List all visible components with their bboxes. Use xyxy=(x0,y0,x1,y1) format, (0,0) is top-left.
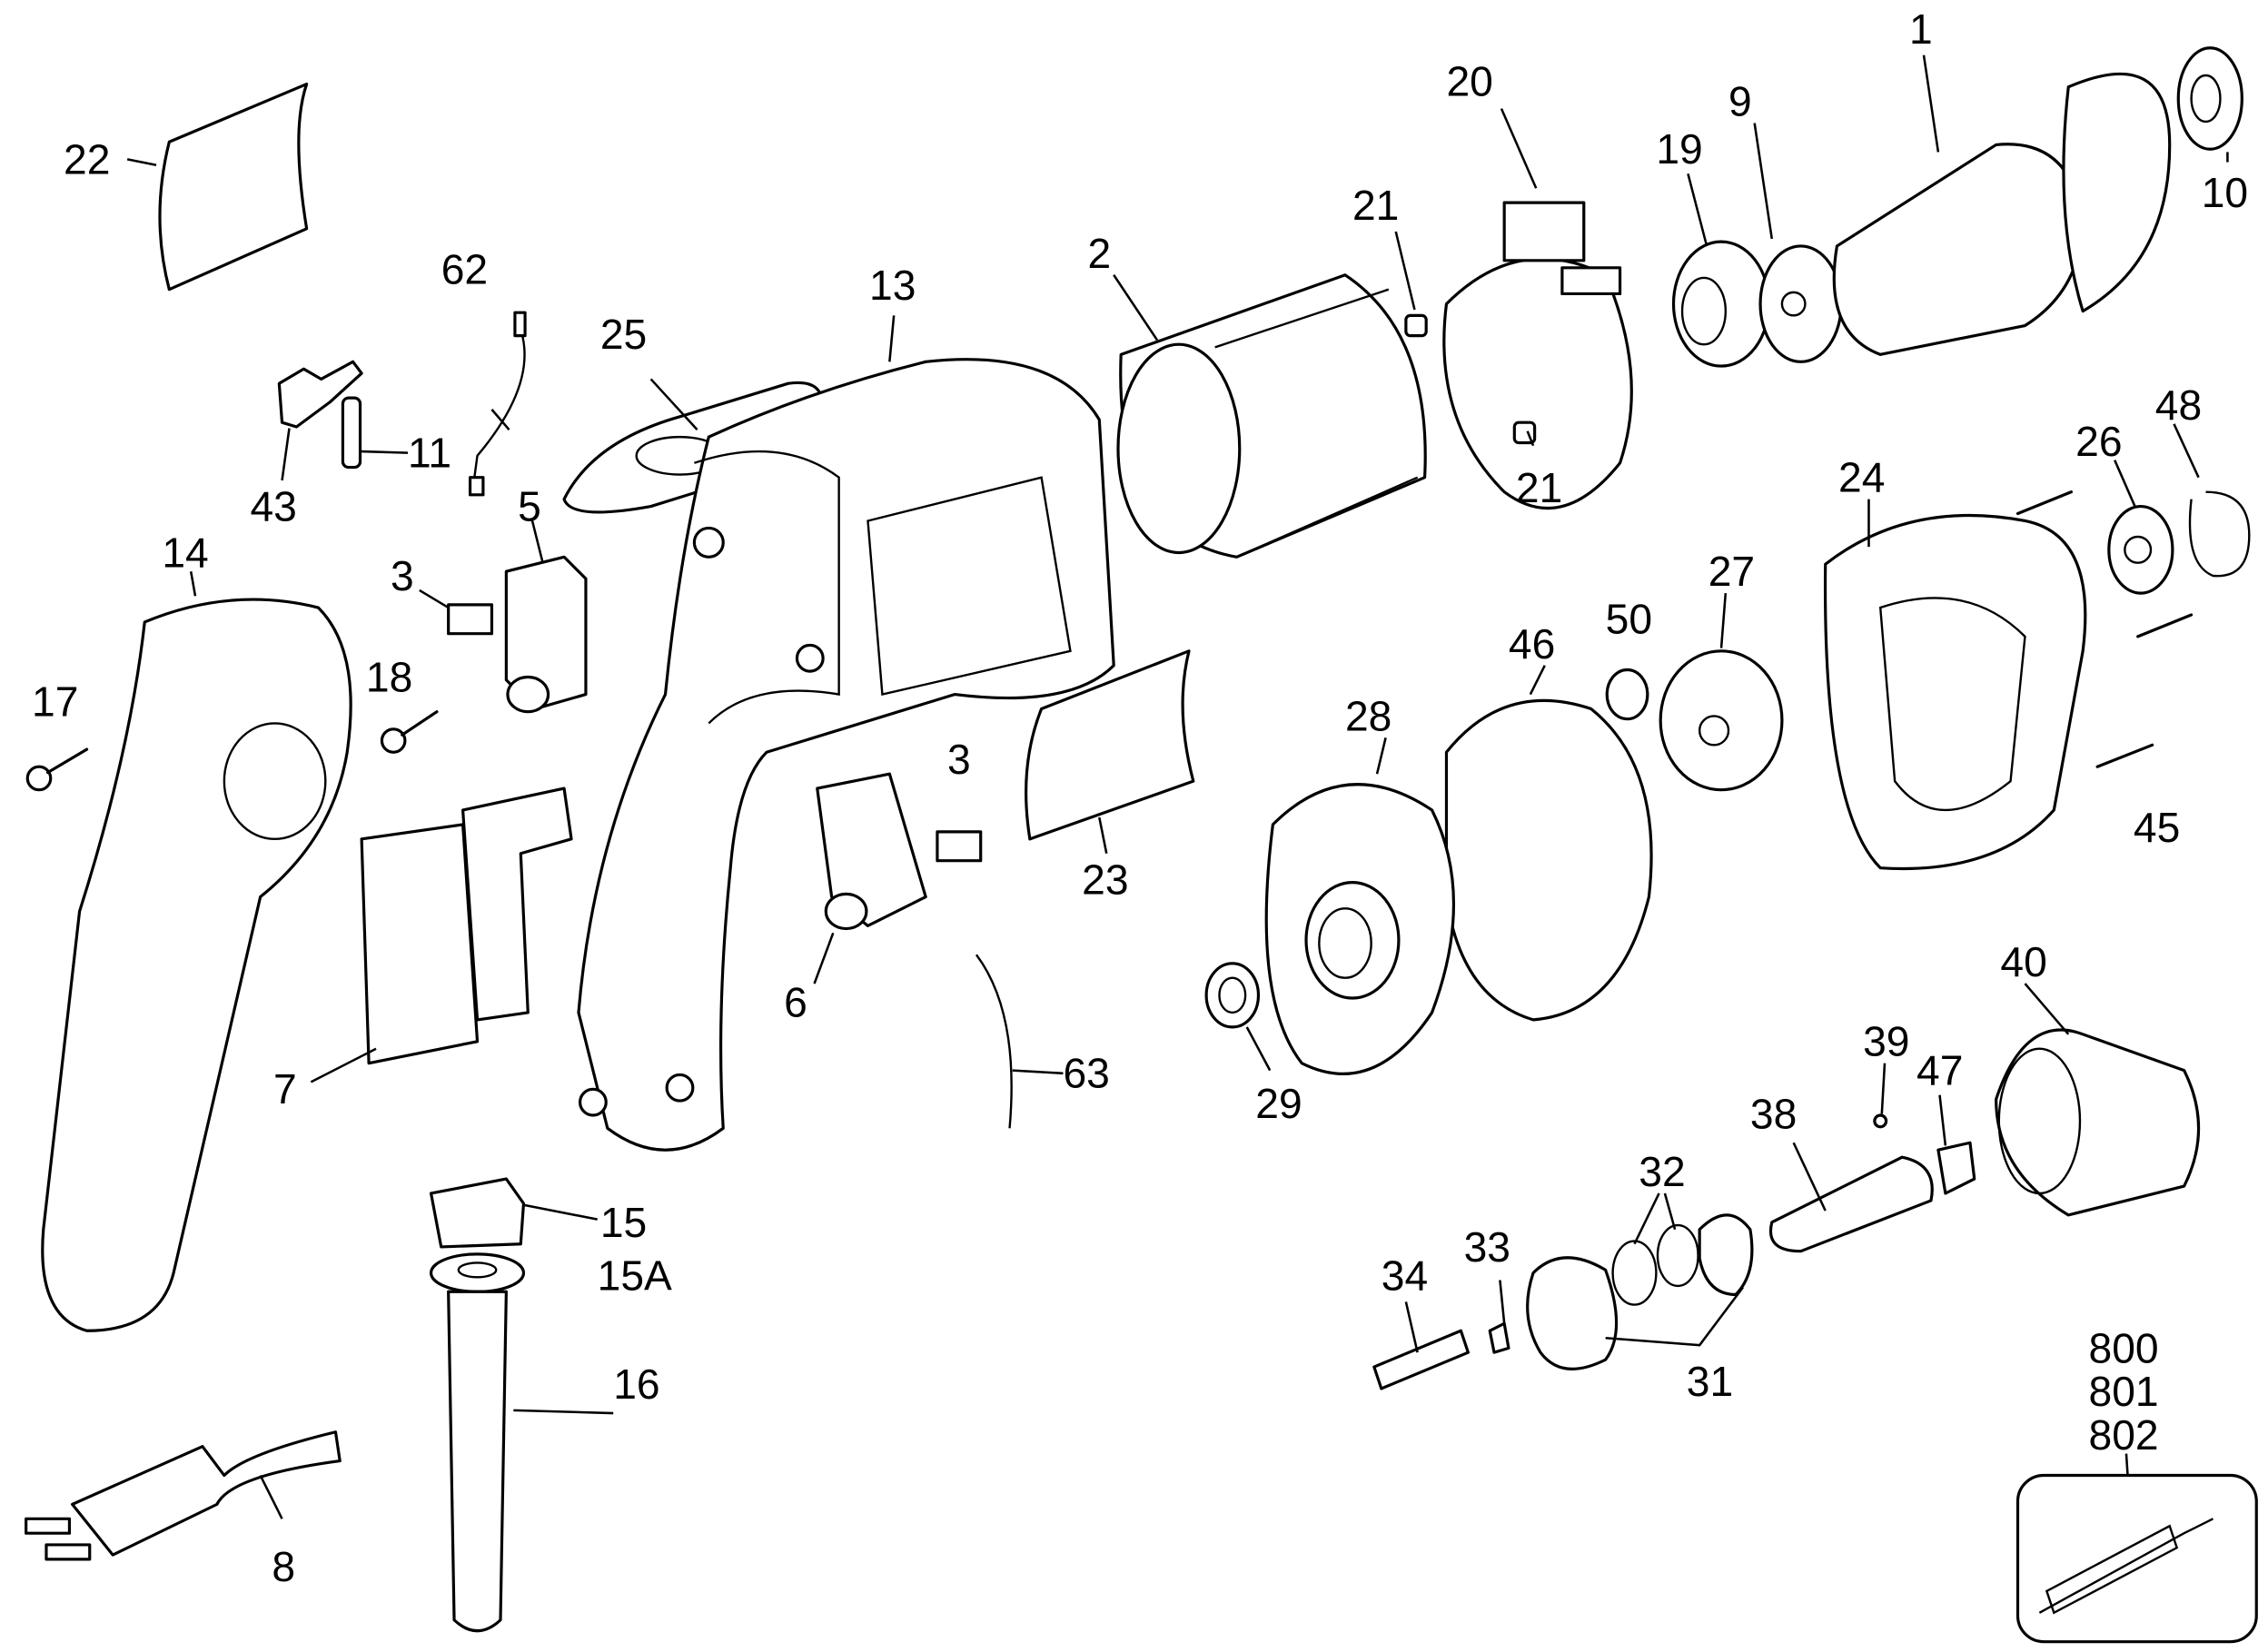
callout-3-lower: 3 xyxy=(947,736,971,783)
callout-17: 17 xyxy=(32,678,78,725)
callout-34: 34 xyxy=(1382,1252,1428,1300)
part-22-label-plate: 22 xyxy=(64,82,309,292)
callout-800: 800 xyxy=(2089,1324,2159,1371)
part-10-bearing: 10 xyxy=(2176,46,2248,216)
part-16-cord-protector: 16 xyxy=(429,1252,660,1633)
part-34-spring: 34 xyxy=(1372,1252,1470,1390)
callout-32: 32 xyxy=(1639,1148,1685,1195)
part-32-o-rings: 32 xyxy=(1611,1148,1699,1306)
callout-6: 6 xyxy=(784,979,807,1026)
part-40-nosepiece: 40 xyxy=(1995,938,2201,1217)
part-27-gear: 27 xyxy=(1659,548,1784,792)
part-13-housing: 13 xyxy=(577,262,1115,1152)
callout-39: 39 xyxy=(1863,1018,1909,1065)
callout-13: 13 xyxy=(869,262,916,309)
part-3-brush-upper: 3 xyxy=(391,552,494,636)
callout-33: 33 xyxy=(1464,1223,1510,1271)
part-24-gear-case: 24 xyxy=(1823,454,2194,870)
callout-63: 63 xyxy=(1063,1050,1109,1097)
part-48-retaining-ring: 48 xyxy=(2155,381,2251,578)
callout-27: 27 xyxy=(1708,548,1755,595)
callout-14: 14 xyxy=(162,529,208,576)
part-39-ball: 39 xyxy=(1863,1018,1909,1129)
part-17-screw: 17 xyxy=(25,678,89,792)
callout-5: 5 xyxy=(518,482,541,529)
callout-48: 48 xyxy=(2155,381,2202,429)
part-1-armature: 1 xyxy=(1832,5,2172,356)
callout-20: 20 xyxy=(1446,57,1492,104)
part-33-pin: 33 xyxy=(1464,1223,1510,1354)
part-15-cord-clamp: 15 15A xyxy=(429,1177,672,1300)
part-46-gasket: 46 xyxy=(1444,620,1653,1022)
callout-24: 24 xyxy=(1838,454,1885,501)
callout-21-lower: 21 xyxy=(1516,464,1562,511)
part-5-brush-holder: 5 xyxy=(504,482,588,714)
part-8-power-cord: 8 xyxy=(25,1430,342,1590)
part-3-brush-lower: 3 xyxy=(936,736,983,863)
callout-18: 18 xyxy=(366,653,412,700)
callout-15: 15 xyxy=(600,1199,647,1246)
part-19-baffle: 19 xyxy=(1656,125,1771,368)
part-63-lead-wire: 63 xyxy=(975,954,1110,1129)
callout-29: 29 xyxy=(1255,1080,1302,1127)
callout-7: 7 xyxy=(273,1065,297,1113)
callout-46: 46 xyxy=(1509,620,1555,668)
part-29-washer: 29 xyxy=(1204,962,1302,1127)
callout-25: 25 xyxy=(600,311,647,358)
callout-23: 23 xyxy=(1082,856,1128,903)
part-26-bearing: 26 xyxy=(2075,418,2174,595)
callout-28: 28 xyxy=(1345,692,1392,739)
callout-45: 45 xyxy=(2134,804,2180,851)
callout-22: 22 xyxy=(64,135,110,183)
callout-43: 43 xyxy=(250,482,296,529)
callout-2: 2 xyxy=(1088,230,1112,277)
callout-40: 40 xyxy=(2000,938,2046,985)
callout-38: 38 xyxy=(1750,1090,1797,1137)
callout-10: 10 xyxy=(2202,169,2248,216)
part-31-clutch-assembly: 31 xyxy=(1526,1213,1754,1405)
part-43-clip: 43 xyxy=(250,360,363,529)
part-62-lead-wire: 62 xyxy=(441,245,527,497)
part-38-spindle: 38 xyxy=(1750,1090,1934,1253)
part-11-terminal: 11 xyxy=(341,396,451,477)
callout-50: 50 xyxy=(1606,596,1652,643)
part-14-handle: 14 xyxy=(41,529,352,1332)
part-800-service-kit: 800 801 802 xyxy=(2015,1324,2258,1644)
callout-16: 16 xyxy=(613,1360,659,1408)
part-28-bearing-plate: 28 xyxy=(1264,692,1456,1075)
part-47-clutch: 47 xyxy=(1916,1047,1976,1195)
part-23-nameplate: 23 xyxy=(1025,649,1195,903)
callout-47: 47 xyxy=(1916,1047,1963,1094)
callout-21-upper: 21 xyxy=(1352,182,1399,229)
callout-15A: 15A xyxy=(598,1252,672,1300)
callout-9: 9 xyxy=(1728,78,1752,125)
callout-801: 801 xyxy=(2089,1368,2159,1415)
callout-19: 19 xyxy=(1656,125,1702,173)
part-6-brush-holder: 6 xyxy=(784,772,927,1026)
part-18-screw: 18 xyxy=(366,653,439,754)
part-45-screw: 45 xyxy=(2095,743,2180,851)
part-2-field: 2 xyxy=(1088,230,1427,559)
part-20-brush-ring: 20 21 21 xyxy=(1352,57,1633,511)
part-7-switch: 7 xyxy=(273,786,573,1113)
callout-26: 26 xyxy=(2075,418,2122,465)
callout-8: 8 xyxy=(272,1543,295,1590)
callout-802: 802 xyxy=(2089,1411,2159,1459)
callout-31: 31 xyxy=(1687,1358,1733,1405)
callout-1: 1 xyxy=(1909,5,1933,53)
callout-11: 11 xyxy=(408,430,451,477)
callout-3-upper: 3 xyxy=(391,552,414,599)
part-50-bearing: 50 xyxy=(1606,596,1652,721)
callout-62: 62 xyxy=(441,245,488,292)
